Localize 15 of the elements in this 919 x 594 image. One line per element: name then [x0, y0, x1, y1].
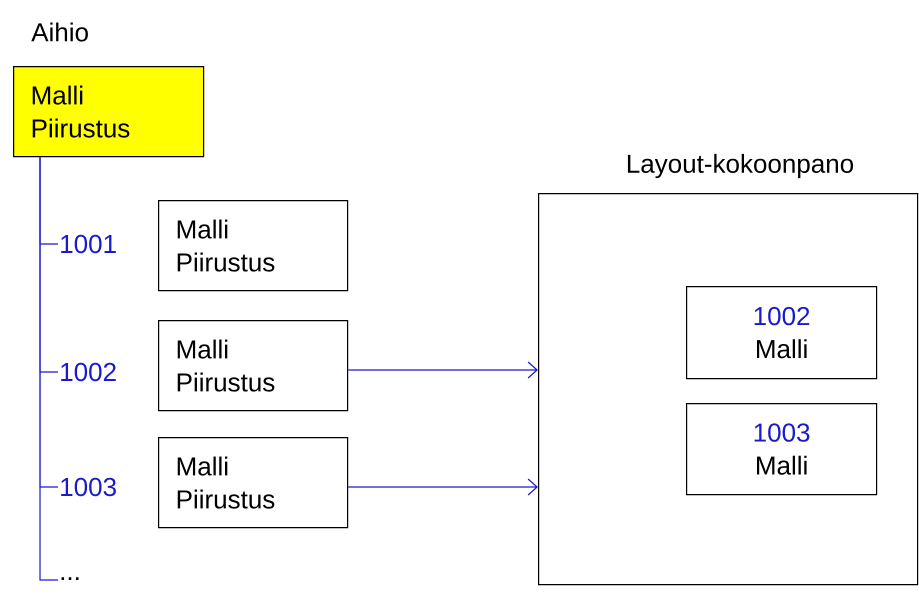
- item-box: 1003 Malli: [686, 403, 878, 496]
- item-box: 1002 Malli: [686, 286, 878, 380]
- item-number: 1001: [61, 234, 116, 254]
- arrow: [348, 362, 538, 378]
- ellipsis-text: ...: [62, 577, 78, 580]
- item-box: Malli Piirustus: [13, 66, 204, 158]
- item-box: Malli Piirustus: [158, 437, 348, 528]
- box-heading: Layout-kokoonpano: [628, 154, 854, 178]
- tree-line: [39, 157, 58, 581]
- item-box: Malli Piirustus: [158, 200, 348, 292]
- item-number: 1003: [61, 478, 116, 496]
- item-box: Malli Piirustus: [158, 320, 348, 412]
- arrow: [348, 478, 538, 496]
- item-number: 1002: [61, 362, 116, 382]
- box-heading: Aihio: [31, 22, 88, 42]
